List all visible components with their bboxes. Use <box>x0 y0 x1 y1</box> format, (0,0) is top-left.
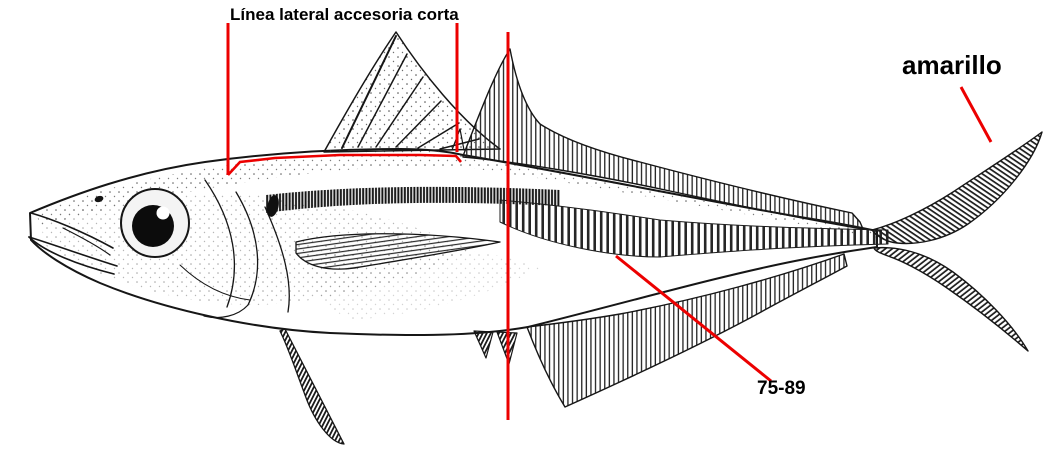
anal-spines <box>473 330 518 365</box>
pelvic-fin <box>279 328 345 445</box>
anal-fin <box>526 253 848 408</box>
maxilla <box>62 227 111 256</box>
label-accessory-lateral-line: Línea lateral accesoria corta <box>230 5 459 24</box>
shoulder-girdle <box>264 206 290 313</box>
shoulder-blotch <box>267 195 279 217</box>
lower-jaw <box>28 236 115 275</box>
lateral-line-scutes <box>499 199 889 258</box>
caudal-fin-upper-lobe <box>871 131 1043 245</box>
preopercle-margin <box>204 179 236 308</box>
fish-drawing <box>28 31 1043 445</box>
head-details <box>28 179 290 319</box>
nostril <box>94 195 104 203</box>
cheek-curve <box>179 264 251 301</box>
second-dorsal-fin <box>462 48 864 230</box>
annotation-accessory-lateral-line-trace <box>227 153 462 176</box>
label-scute-count: 75-89 <box>757 378 806 399</box>
pectoral-fin <box>295 233 501 270</box>
lateral-band <box>266 186 560 213</box>
label-caudal-color: amarillo <box>902 50 1002 80</box>
annotations <box>226 23 993 420</box>
opercle-lower-edge <box>203 304 249 319</box>
mouth-gape <box>28 236 118 267</box>
opercle-margin <box>235 191 259 306</box>
fish-eye <box>120 188 190 258</box>
back-shading <box>36 150 877 238</box>
annotation-pointer-caudal-color <box>959 86 993 143</box>
mouth-upper-jaw <box>30 212 114 249</box>
caudal-fin-lower-lobe <box>873 246 1029 352</box>
annotation-pointer-scute-count <box>615 254 772 383</box>
